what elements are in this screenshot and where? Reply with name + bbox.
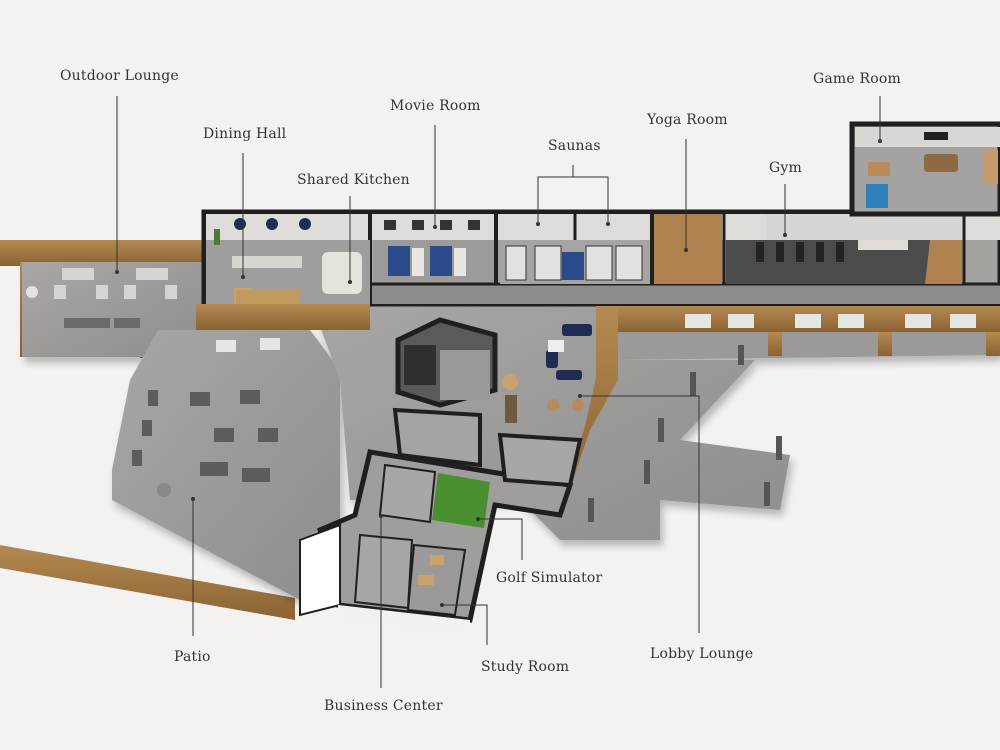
patio-fence — [0, 545, 295, 620]
golf-turf — [432, 473, 490, 528]
label-outdoor-lounge: Outdoor Lounge — [60, 68, 179, 84]
yoga-room — [654, 214, 722, 284]
label-patio: Patio — [174, 649, 211, 665]
label-business-center: Business Center — [324, 698, 443, 714]
leader-lobby-lounge — [580, 395, 700, 633]
saunas-room — [500, 240, 650, 284]
label-game-room: Game Room — [813, 71, 902, 87]
leader-golf-simulator — [478, 518, 523, 560]
label-shared-kitchen: Shared Kitchen — [297, 172, 410, 188]
label-saunas: Saunas — [548, 138, 601, 154]
gym-room — [726, 214, 962, 284]
lobby-lounge-area — [502, 306, 618, 500]
dining-south-wall — [196, 304, 370, 352]
movie-room — [374, 220, 494, 282]
label-study-room: Study Room — [481, 659, 570, 675]
central-core — [392, 317, 517, 468]
leader-lines — [116, 96, 881, 688]
label-yoga-room: Yoga Room — [647, 112, 728, 128]
lobby-bollards — [588, 345, 782, 522]
label-golf-simulator: Golf Simulator — [496, 570, 603, 586]
patio-furniture — [132, 390, 278, 497]
label-gym: Gym — [769, 160, 802, 176]
outdoor-lounge-furniture — [26, 268, 177, 328]
label-movie-room: Movie Room — [390, 98, 481, 114]
label-dining-hall: Dining Hall — [203, 126, 287, 142]
leader-study-room — [442, 604, 488, 645]
leader-dots — [115, 139, 882, 607]
east-wing-windows — [615, 306, 1000, 356]
dining-hall-room — [206, 218, 370, 310]
south-block — [299, 432, 583, 640]
game-room — [849, 121, 1000, 217]
label-lobby-lounge: Lobby Lounge — [650, 646, 754, 662]
